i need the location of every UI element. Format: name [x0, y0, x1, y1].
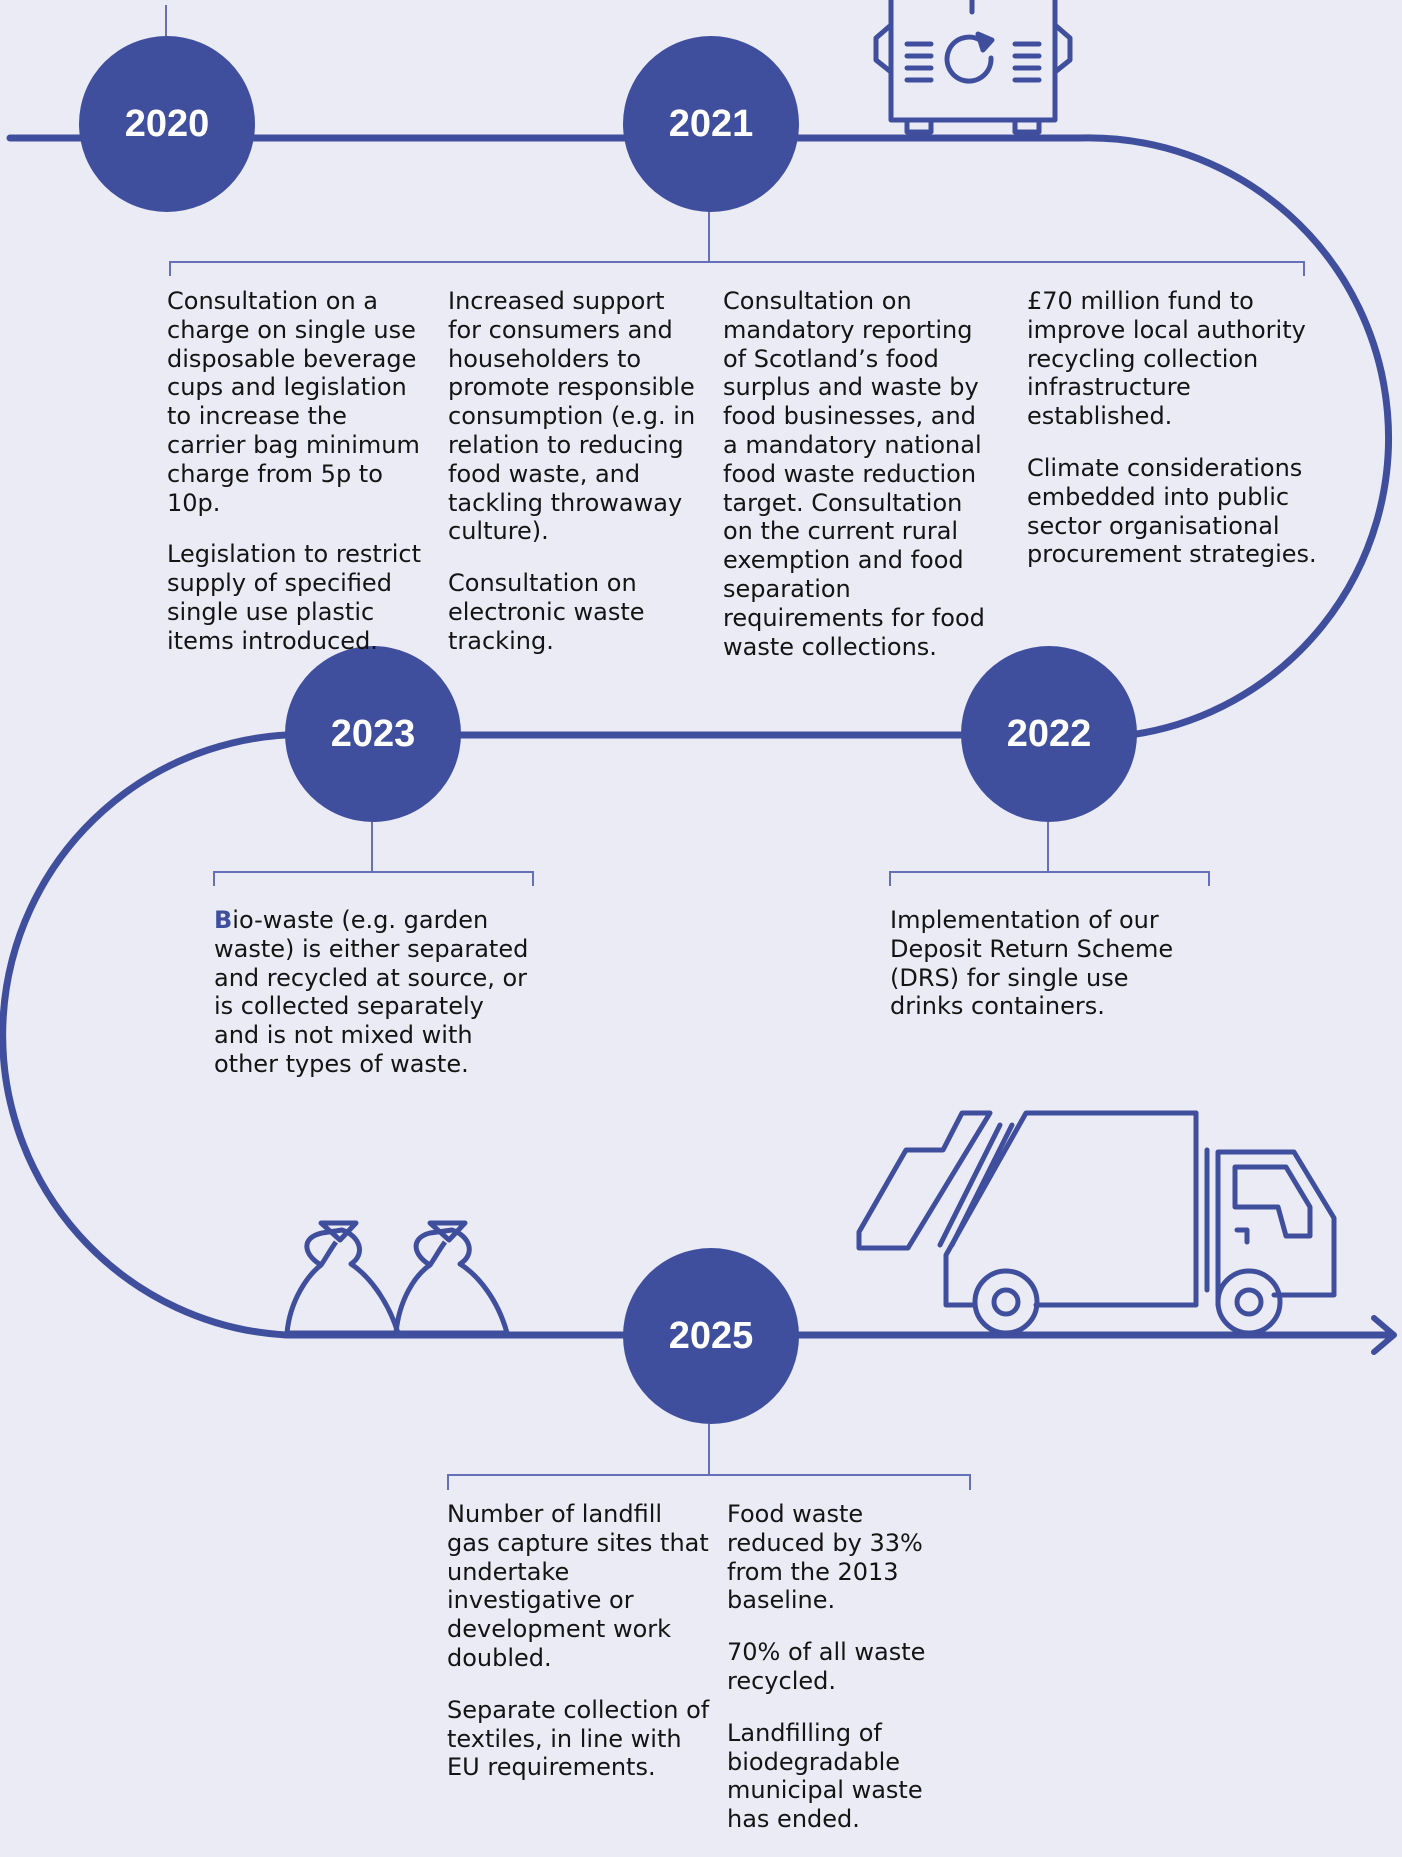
paragraph: Consultation on mandatory reporting of S… — [723, 287, 985, 661]
year-circle-2020: 2020 — [79, 36, 255, 212]
paragraph: Climate considerations embedded into pub… — [1027, 453, 1317, 569]
bracket-2023 — [213, 822, 534, 886]
paragraph: Consultation on a charge on single use d… — [167, 287, 420, 517]
paragraph: Legislation to restrict supply of specif… — [167, 540, 421, 655]
paragraph: Bio-waste (e.g. garden waste) is either … — [214, 906, 532, 1079]
paragraph: Increased support for consumers and hous… — [448, 287, 696, 546]
arrow-right-icon — [1371, 1315, 1397, 1355]
paragraph: Food waste reduced by 33% from the 2013 … — [727, 1500, 923, 1615]
text-2025-col-1: Number of landfill gas capture sites tha… — [447, 1500, 712, 1805]
bracket-2022 — [889, 822, 1210, 886]
paragraph: 70% of all waste recycled. — [727, 1638, 926, 1695]
year-circle-2021: 2021 — [623, 36, 799, 212]
rubbish-bag-icon — [393, 1220, 510, 1336]
paragraph-rest: io-waste (e.g. garden waste) is either s… — [214, 906, 529, 1078]
text-2021-col-2: Consultation on mandatory reporting of S… — [723, 287, 988, 684]
paragraph: Implementation of our Deposit Return Sch… — [890, 906, 1174, 1021]
drop-cap-letter: B — [214, 906, 233, 934]
text-2021-col-1: Increased support for consumers and hous… — [448, 287, 705, 679]
text-2023: Bio-waste (e.g. garden waste) is either … — [214, 906, 532, 1102]
paragraph: Consultation on electronic waste trackin… — [448, 569, 645, 655]
text-2020: Consultation on a charge on single use d… — [167, 287, 432, 679]
bracket-2025 — [447, 1424, 971, 1490]
recycling-bin-icon — [873, 0, 1073, 135]
year-circle-2022: 2022 — [961, 646, 1137, 822]
text-2025-col-2: Food waste reduced by 33% from the 2013 … — [727, 1500, 967, 1857]
year-circle-2025: 2025 — [623, 1248, 799, 1424]
bracket-2020-2021 — [169, 210, 1305, 276]
paragraph: £70 million fund to improve local author… — [1027, 287, 1306, 431]
rubbish-bag-icon — [284, 1220, 401, 1336]
text-2022: Implementation of our Deposit Return Sch… — [890, 906, 1180, 1044]
paragraph: Number of landfill gas capture sites tha… — [447, 1500, 709, 1672]
paragraph: Separate collection of textiles, in line… — [447, 1695, 710, 1782]
text-2021-col-3: £70 million fund to improve local author… — [1027, 287, 1317, 592]
year-circle-2023: 2023 — [285, 646, 461, 822]
refuse-truck-icon — [856, 1110, 1337, 1336]
paragraph: Landfilling of biodegradable municipal w… — [727, 1718, 923, 1834]
